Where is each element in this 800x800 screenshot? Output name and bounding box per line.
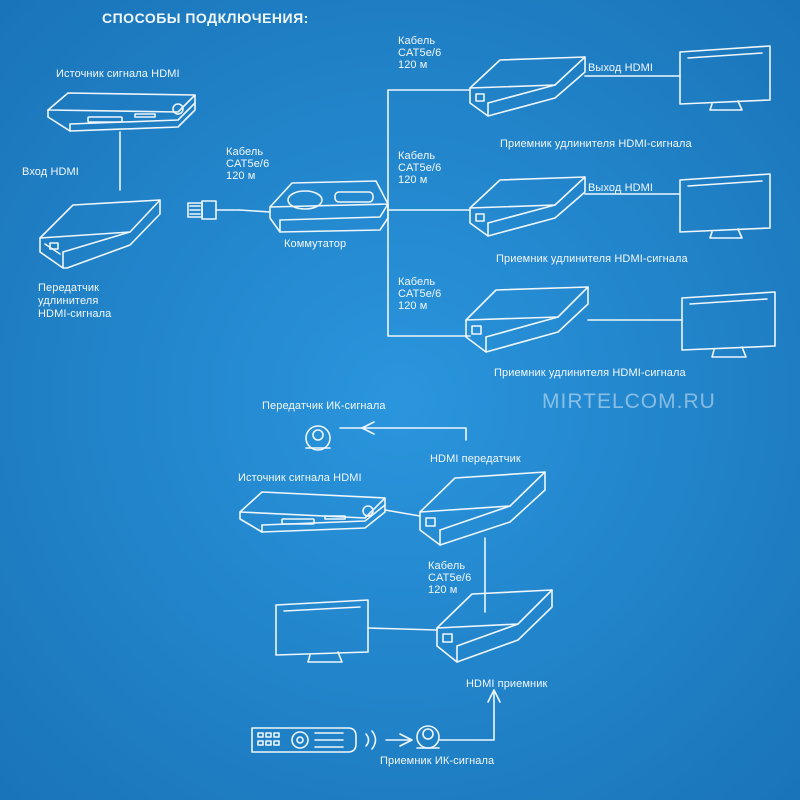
- arrow-head: [487, 689, 501, 703]
- receiver-icon: [469, 176, 586, 237]
- branch-line: [387, 209, 471, 337]
- hdmi-receiver-icon: [436, 589, 553, 663]
- ir-receiver-label: Приемник ИК-сигнала: [380, 755, 495, 767]
- cable-label-2: Кабель CAT5e/6 120 м: [428, 560, 472, 596]
- cable-label: Кабель CAT5e/6 120 м: [226, 146, 270, 182]
- hdmi-cable-line: [384, 509, 421, 517]
- arrow-head: [361, 421, 375, 435]
- receiver-label: Приемник удлинителя HDMI-сигнала: [496, 253, 688, 265]
- rj45-plug-icon: [187, 200, 241, 220]
- switch-label: Коммутатор: [284, 238, 347, 250]
- branch-line: [387, 89, 471, 211]
- ir-return-line: [339, 427, 467, 441]
- page-title: СПОСОБЫ ПОДКЛЮЧЕНИЯ:: [102, 10, 309, 26]
- hdmi-transmitter-icon: [419, 471, 546, 546]
- transmitter-icon: [39, 199, 161, 269]
- receiver-label: Приемник удлинителя HDMI-сигнала: [500, 138, 692, 150]
- source-label-2: Источник сигнала HDMI: [238, 472, 362, 484]
- remote-control-icon: [251, 727, 357, 753]
- ir-transmitter-label: Передатчик ИК-сигнала: [262, 400, 386, 412]
- ir-waves-icon: [365, 730, 377, 750]
- branch-cable-label: Кабель CAT5e/6 120 м: [398, 276, 442, 312]
- hdmi-output-label: Выход HDMI: [588, 62, 654, 74]
- ir-forward-line: [439, 689, 495, 741]
- watermark: MIRTELCOM.RU: [542, 390, 716, 413]
- receiver-icon: [469, 56, 586, 117]
- receiver-icon: [465, 286, 589, 353]
- ir-sensor-icon: [305, 425, 331, 451]
- receiver-label: Приемник удлинителя HDMI-сигнала: [494, 367, 686, 379]
- hdmi-input-label: Вход HDMI: [22, 166, 79, 178]
- hdmi-output-line: [367, 627, 438, 631]
- dvd-player-icon: [47, 92, 196, 132]
- branch-cable-label: Кабель CAT5e/6 120 м: [398, 35, 442, 71]
- ir-sensor-icon: [416, 725, 440, 749]
- source-label: Источник сигнала HDMI: [56, 68, 180, 80]
- transmitter-label: Передатчик удлинителя HDMI-сигнала: [38, 282, 112, 320]
- arrow-head: [399, 733, 413, 747]
- hdmi-receiver-label: HDMI приемник: [466, 678, 548, 690]
- branch-cable-label: Кабель CAT5e/6 120 м: [398, 150, 442, 186]
- monitor-icon: [275, 599, 369, 663]
- hdmi-transmitter-label: HDMI передатчик: [430, 453, 521, 465]
- monitor-icon: [679, 173, 771, 239]
- monitor-icon: [681, 291, 776, 358]
- monitor-icon: [679, 45, 771, 111]
- hdmi-output-label: Выход HDMI: [588, 182, 654, 194]
